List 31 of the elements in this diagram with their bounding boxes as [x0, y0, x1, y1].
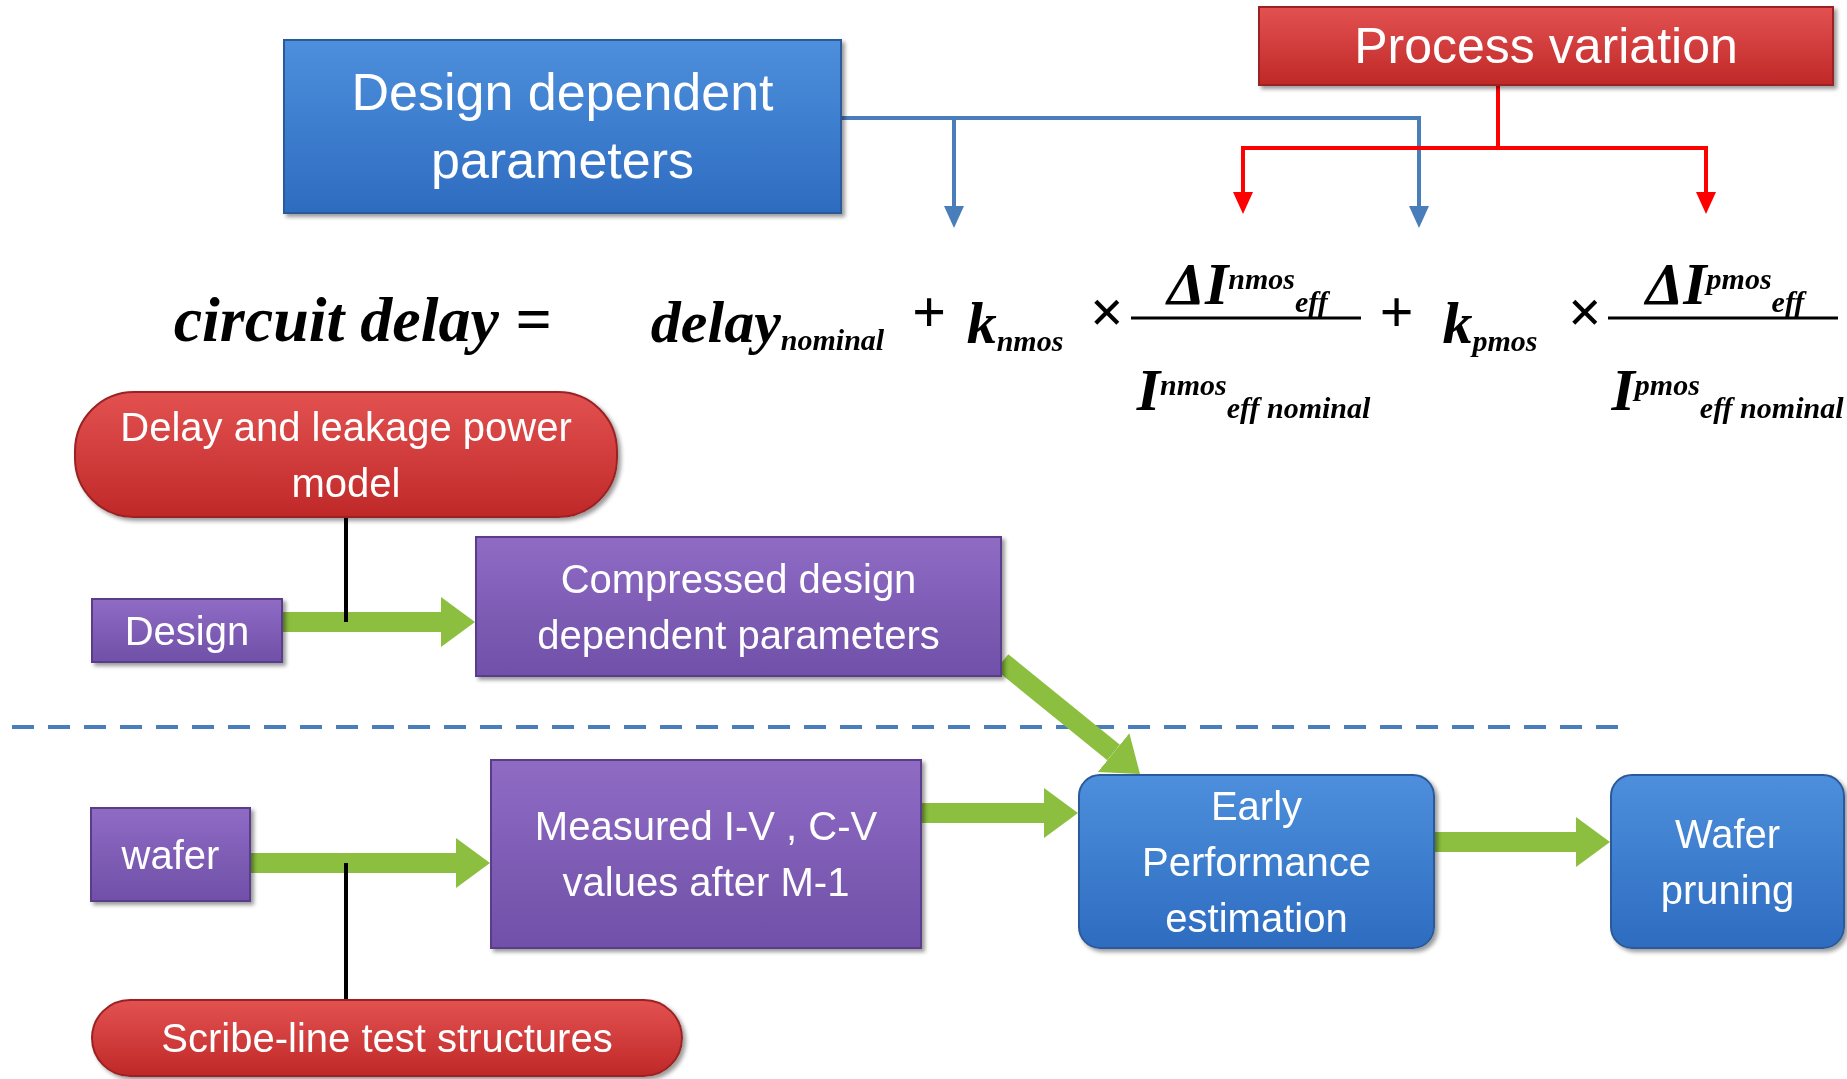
- node-label: Scribe-line test structures: [161, 1015, 613, 1062]
- formula-text: +: [911, 282, 946, 342]
- process-box: [283, 39, 842, 214]
- formula-text: ×: [1088, 282, 1124, 342]
- node-label: Delay and leakage power model: [119, 403, 573, 507]
- node-label: Wafer pruning: [1659, 810, 1796, 914]
- connector-line: [344, 863, 348, 999]
- rounded-box: [1078, 774, 1435, 949]
- formula-text: ×: [1566, 282, 1602, 342]
- arrow: [922, 788, 1078, 838]
- rounded-box: [91, 999, 683, 1077]
- rounded-box: [74, 391, 618, 518]
- arrow: [251, 838, 490, 888]
- process-box: [90, 807, 251, 902]
- node-label: wafer: [121, 831, 220, 879]
- process-box: [475, 536, 1002, 677]
- process-box: [490, 759, 922, 949]
- node-label: Compressed design dependent parameters: [536, 555, 941, 659]
- formula-text: +: [1378, 282, 1414, 342]
- process-box: [91, 598, 283, 663]
- node-label: Design dependent parameters: [350, 61, 775, 191]
- node-label: Measured I-V , C-V values after M-1: [533, 803, 879, 906]
- node-label: Design: [124, 607, 250, 655]
- rounded-box: [1610, 774, 1845, 949]
- arrow: [283, 597, 475, 647]
- node-label: Process variation: [1354, 16, 1738, 76]
- process-box: [1258, 6, 1834, 86]
- node-label: k$_{nmos}$: [966, 293, 1064, 353]
- node-label: Early Performance estimation: [1141, 782, 1372, 942]
- arrow: [1435, 817, 1610, 867]
- connector-line: [344, 518, 348, 622]
